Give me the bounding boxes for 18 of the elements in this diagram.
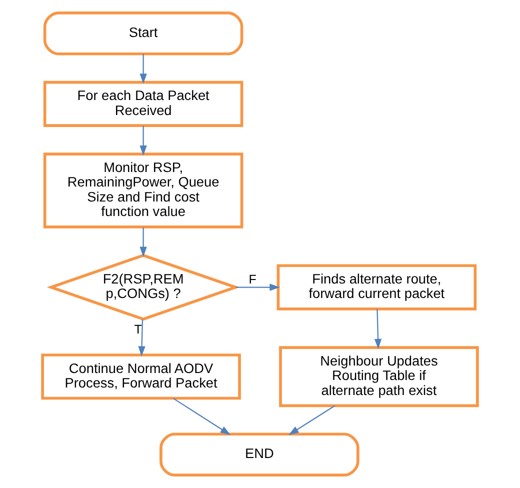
arrow (374, 309, 382, 350)
node-box: Neighbour Updates Routing Table if alternate path exist (279, 346, 479, 408)
arrow (173, 398, 231, 436)
arrow (138, 319, 146, 356)
node-box: Monitor RSP, RemainingPower, Queue Size and Find cost function value (43, 152, 244, 228)
arrow (140, 227, 147, 258)
arrow (140, 126, 147, 156)
node-box: Finds alternate route, forward current packet (276, 264, 477, 310)
node-box: END (160, 432, 360, 477)
edge-label: T (134, 322, 142, 337)
edge-label: F (248, 272, 256, 287)
arrow (236, 284, 280, 291)
node-box: Start (43, 11, 244, 56)
arrow (288, 405, 336, 436)
node-diamond: F2(RSP,REM p,CONGs) ? (46, 254, 240, 321)
arrow (140, 54, 147, 84)
node-box: For each Data Packet Received (43, 80, 244, 128)
node-box: Continue Normal AODV Process, Forward Packet (41, 354, 241, 400)
